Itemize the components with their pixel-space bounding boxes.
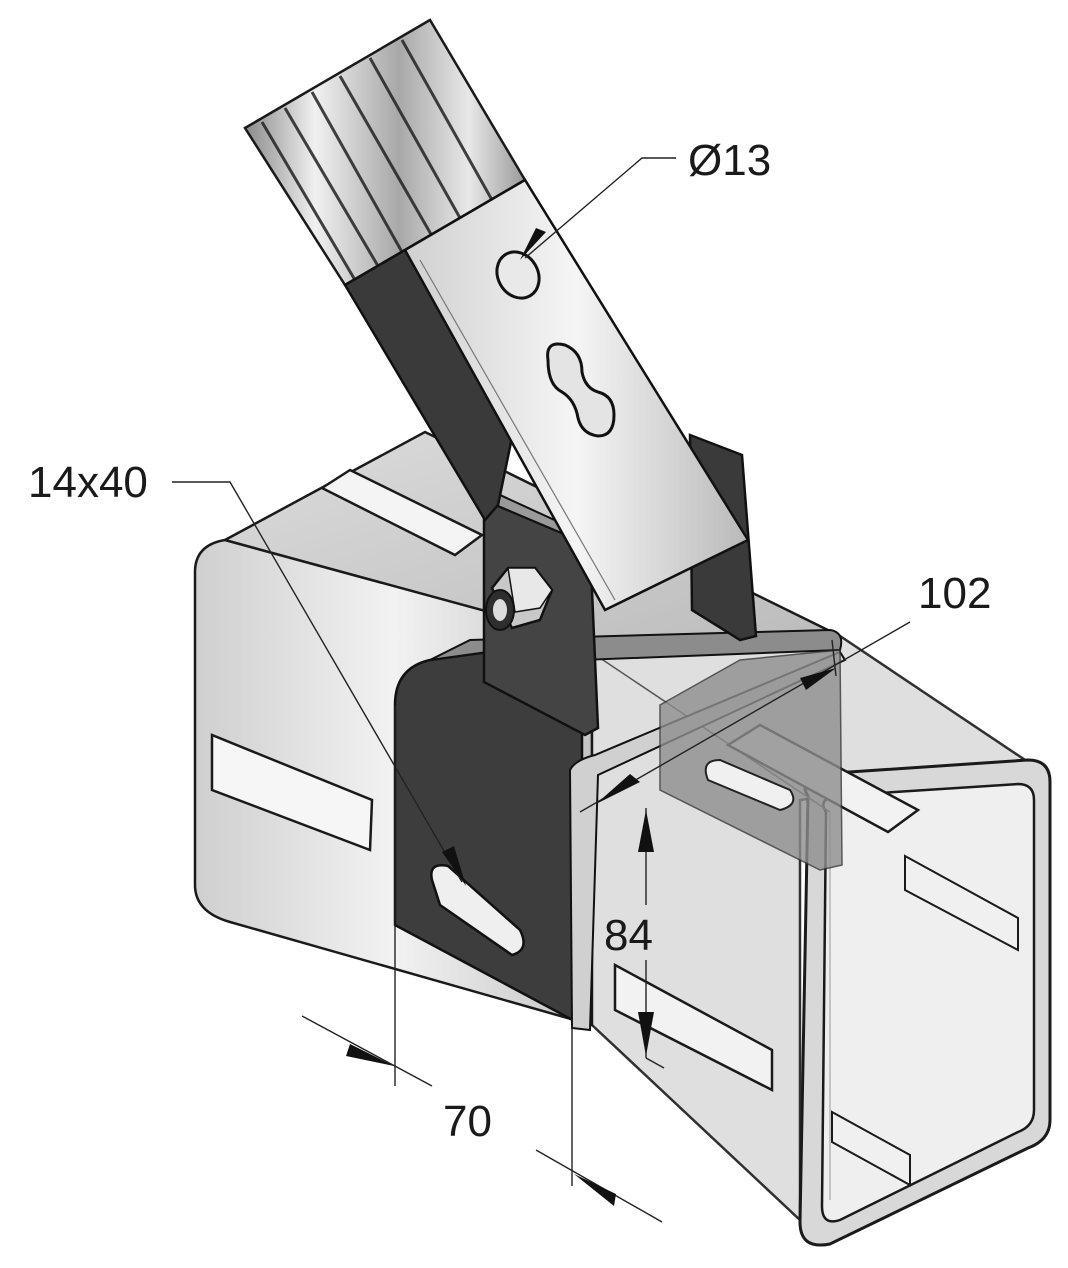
depth-dimension: 70 bbox=[301, 705, 663, 1223]
slot-label: 14x40 bbox=[28, 458, 148, 507]
width-dimension: 102 bbox=[579, 569, 991, 813]
peanut-slot bbox=[546, 342, 616, 438]
inclined-strut bbox=[243, 18, 750, 612]
round-hole bbox=[495, 250, 541, 300]
slot-dimension: 14x40 bbox=[28, 458, 466, 886]
depth-label: 70 bbox=[443, 1097, 492, 1146]
bolt-nut bbox=[485, 566, 554, 631]
width-label: 102 bbox=[918, 569, 991, 618]
height-dimension: 84 bbox=[604, 808, 665, 1069]
diameter-label: Ø13 bbox=[688, 136, 771, 185]
diameter-dimension: Ø13 bbox=[520, 136, 771, 260]
height-label: 84 bbox=[604, 911, 653, 960]
